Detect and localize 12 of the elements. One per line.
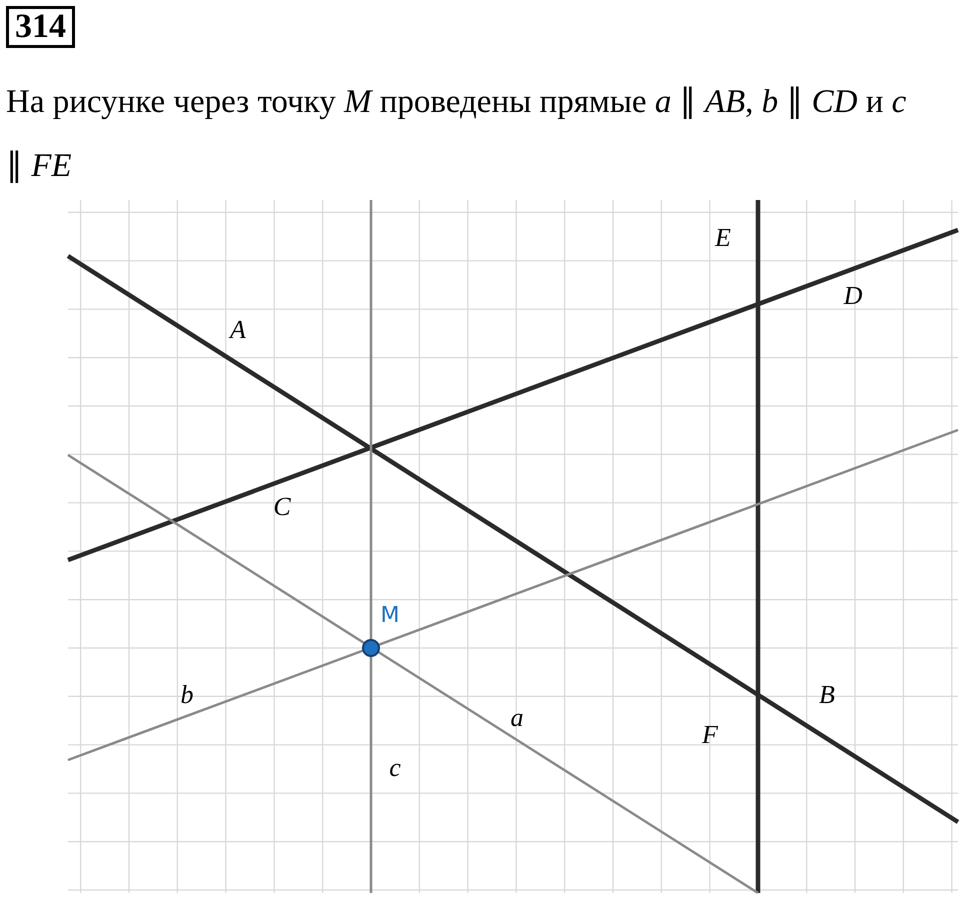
line-label: A bbox=[230, 317, 246, 343]
line-label: c bbox=[389, 755, 401, 781]
point-label: M bbox=[380, 603, 400, 629]
problem-number: 314 bbox=[6, 6, 75, 48]
line-label: B bbox=[819, 682, 835, 708]
line-label: C bbox=[273, 494, 291, 520]
line-label: b bbox=[180, 682, 194, 708]
line-label: D bbox=[844, 283, 862, 309]
line-label: E bbox=[715, 225, 731, 251]
line-label: a bbox=[510, 705, 524, 731]
line-label: F bbox=[702, 722, 718, 748]
problem-text: На рисунке через точку M проведены прямые a ∥ AB, b ∥ CD и c ∥ FE bbox=[6, 83, 908, 186]
